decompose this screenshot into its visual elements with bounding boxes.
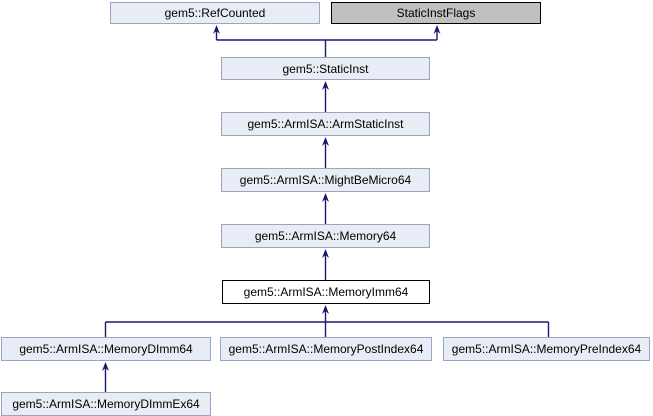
class-node-gem5-staticinst[interactable]: gem5::StaticInst	[221, 57, 430, 80]
class-node-armisa-memorydimmex64[interactable]: gem5::ArmISA::MemoryDImmEx64	[1, 392, 211, 416]
class-node-armisa-memoryimm64-current: gem5::ArmISA::MemoryImm64	[222, 280, 430, 304]
class-node-armisa-armstaticinst[interactable]: gem5::ArmISA::ArmStaticInst	[221, 112, 430, 136]
class-node-staticinstflags: StaticInstFlags	[331, 2, 541, 24]
arrowheads	[102, 25, 441, 371]
class-node-armisa-memorydimm64[interactable]: gem5::ArmISA::MemoryDImm64	[1, 337, 211, 361]
class-node-armisa-mightbemicro64[interactable]: gem5::ArmISA::MightBeMicro64	[221, 168, 430, 192]
class-node-gem5-refcounted[interactable]: gem5::RefCounted	[110, 2, 320, 24]
edge-children-to-memoryimm64	[104, 311, 550, 337]
edge-staticinst-to-parents	[215, 31, 438, 57]
class-node-armisa-memory64[interactable]: gem5::ArmISA::Memory64	[221, 224, 430, 248]
class-node-armisa-memorypostindex64[interactable]: gem5::ArmISA::MemoryPostIndex64	[220, 337, 432, 361]
class-node-armisa-memorypreindex64[interactable]: gem5::ArmISA::MemoryPreIndex64	[443, 337, 650, 361]
